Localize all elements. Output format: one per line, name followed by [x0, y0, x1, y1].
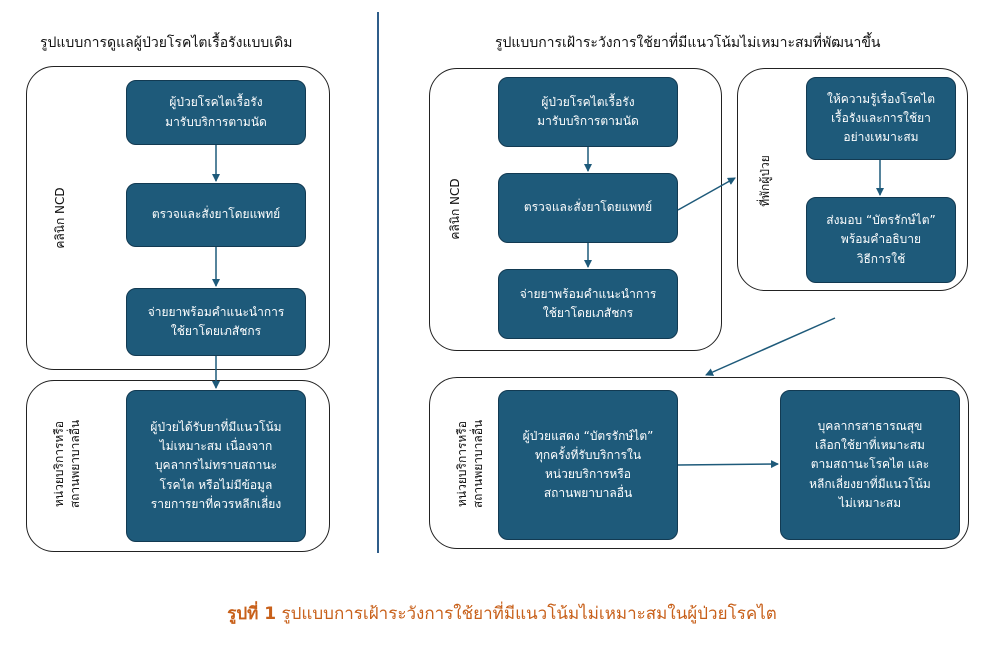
left-heading: รูปแบบการดูแลผู้ป่วยโรคไตเรื้อรังแบบเดิม — [40, 35, 293, 51]
left-step-pharmacist: จ่ายยาพร้อมคำแนะนำการ ใช้ยาโดยเภสัชกร — [126, 288, 306, 356]
right-step-pharmacist: จ่ายยาพร้อมคำแนะนำการ ใช้ยาโดยเภสัชกร — [498, 269, 678, 339]
figure-caption: รูปที่ 1 รูปแบบการเฝ้าระวังการใช้ยาที่มี… — [0, 600, 1004, 627]
column-divider — [377, 12, 379, 553]
right-step-doctor: ตรวจและสั่งยาโดยแพทย์ — [498, 173, 678, 243]
arrow-unit-1 — [677, 460, 779, 469]
right-step-education: ให้ความรู้เรื่องโรคไต เรื้อรังและการใช้ย… — [806, 77, 956, 160]
arrow-clinic-to-home — [677, 177, 736, 211]
right-step-appointment: ผู้ป่วยโรคไตเรื้อรัง มารับบริการตามนัด — [498, 77, 678, 147]
left-step-outcome: ผู้ป่วยได้รับยาที่มีแนวโน้ม ไม่เหมาะสม เ… — [126, 390, 306, 542]
right-step-show-card: ผู้ป่วยแสดง “บัตรรักษ์ไต” ทุกครั้งที่รับ… — [498, 390, 678, 540]
arrow-home-to-unit — [705, 317, 836, 376]
right-step-appropriate-drug: บุคลากรสาธารณสุข เลือกใช้ยาที่เหมาะสม ตา… — [780, 390, 960, 540]
left-step-appointment: ผู้ป่วยโรคไตเรื้อรัง มารับบริการตามนัด — [126, 80, 306, 145]
left-step-doctor: ตรวจและสั่งยาโดยแพทย์ — [126, 183, 306, 247]
right-step-card: ส่งมอบ “บัตรรักษ์ไต” พร้อมคำอธิบาย วิธีก… — [806, 197, 956, 283]
figure-number: รูปที่ 1 — [227, 604, 277, 624]
right-heading: รูปแบบการเฝ้าระวังการใช้ยาที่มีแนวโน้มไม… — [495, 35, 881, 51]
figure-caption-text: รูปแบบการเฝ้าระวังการใช้ยาที่มีแนวโน้มไม… — [281, 604, 777, 624]
